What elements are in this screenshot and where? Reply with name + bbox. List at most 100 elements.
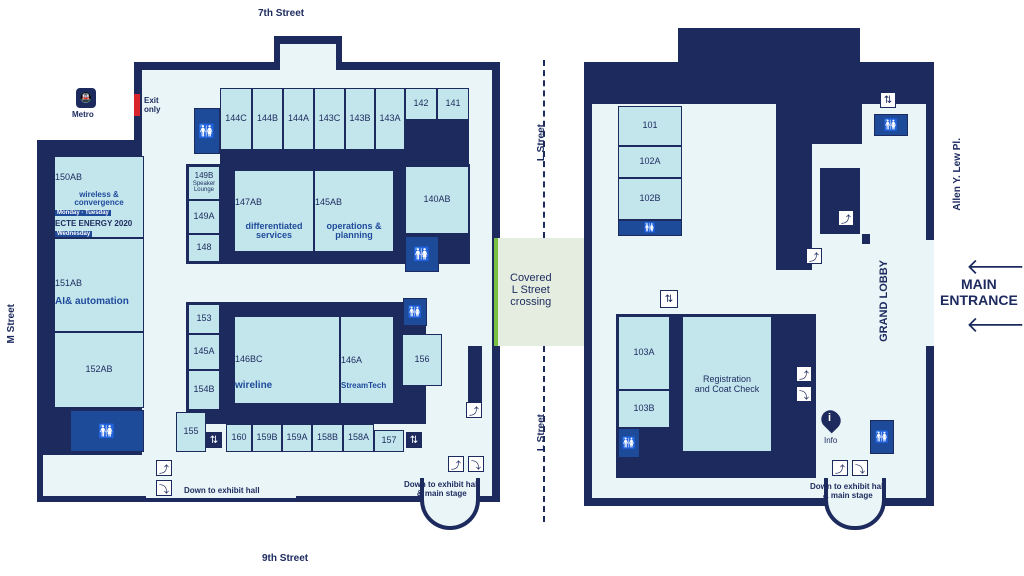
street-l-upper: L Street [536,124,547,162]
room-152AB[interactable]: 152AB [54,332,144,408]
room-label: 148 [196,242,212,253]
restroom-icon: 🚻 [194,108,220,154]
room-label: 158B [316,432,339,443]
room-label: 103A [633,347,655,358]
info-label: Info [824,436,838,445]
room-143A[interactable]: 143A [375,88,405,150]
elevator-icon: ⇅ [880,92,896,108]
room-154B[interactable]: 154B [188,370,220,410]
down-exhibit-hall-label: Down to exhibit hall [184,486,260,495]
room-label: 140AB [423,194,451,205]
energy-logo: ECTE ENERGY 2020 [55,219,133,229]
room-140AB[interactable]: 140AB [405,166,469,234]
room-label: 151AB [55,277,83,288]
street-9th: 9th Street [262,553,309,564]
escalator-icon: ⤵ [468,456,484,472]
room-label: 101 [642,120,658,131]
room-160[interactable]: 160 [226,424,252,452]
room-103B[interactable]: 103B [618,390,670,428]
room-151AB[interactable]: 151AB AI& automation [54,238,144,332]
room-144A[interactable]: 144A [283,88,314,150]
room-label: 149A [193,211,215,222]
restroom-icon: 🚻 [870,420,894,454]
exit-marker [134,94,140,116]
room-label: 142 [413,98,429,109]
room-label: 103B [633,403,655,414]
ai-logo: AI& automation [55,295,129,307]
room-label: 141 [445,98,461,109]
room-label: 158A [347,432,370,443]
differentiated-logo: differentiated services [245,220,303,240]
elevator-icon: ⇅ [660,290,678,308]
restroom-icon: 🚻 [874,114,908,136]
registration-coat-check[interactable]: Registration and Coat Check [682,316,772,452]
room-159A[interactable]: 159A [282,424,312,452]
streamtech-logo: StreamTech [341,380,387,390]
restroom-icon: 🚻 [618,220,682,236]
room-label: 102A [639,156,661,167]
room-142[interactable]: 142 [405,88,437,120]
escalator-icon: ⤵ [852,460,868,476]
arrow-left-icon: 🡐 [966,312,1024,337]
wireless-logo: wireless & convergence [74,190,124,208]
room-103A[interactable]: 103A [618,316,670,390]
room-label: 147AB [235,196,263,207]
room-153[interactable]: 153 [188,304,220,334]
room-label: 144C [225,113,247,124]
down-exhibit-main-label-right: Down to exhibit hall & main stage [810,482,886,500]
room-157[interactable]: 157 [374,430,404,452]
room-148[interactable]: 148 [188,234,220,262]
room-146A[interactable]: 146A StreamTech [340,316,394,404]
escalator-icon: ⤴ [796,366,812,382]
room-144C[interactable]: 144C [220,88,252,150]
room-label: 145A [193,346,215,357]
escalator-icon: ⤴ [466,402,482,418]
room-label: 146BC [235,353,263,364]
room-146BC[interactable]: 146BC wireline [234,316,340,404]
room-150AB[interactable]: 150AB wireless & convergence Monday - Tu… [54,156,144,238]
room-label: 154B [193,384,215,395]
main-entrance-label: MAIN ENTRANCE [940,276,1018,308]
room-143B[interactable]: 143B [345,88,375,150]
room-label: 149B [194,171,214,180]
room-147AB[interactable]: 147AB differentiated services [234,170,314,252]
room-158B[interactable]: 158B [312,424,343,452]
room-158A[interactable]: 158A [343,424,374,452]
street-m: M Street [6,304,17,344]
registration-label: Registration and Coat Check [694,374,760,394]
room-149A[interactable]: 149A [188,200,220,234]
room-145AB[interactable]: 145AB operations & planning [314,170,394,252]
room-label: 145AB [315,196,343,207]
room-149B[interactable]: 149B Speaker Lounge [188,166,220,200]
room-156[interactable]: 156 [402,334,442,386]
restroom-icon: 🚻 [618,428,640,458]
room-102A[interactable]: 102A [618,146,682,178]
room-102B[interactable]: 102B [618,178,682,220]
metro-label: Metro [72,110,94,119]
l-street-centerline [543,346,545,522]
escalator-icon: ⤴ [838,210,854,226]
operations-logo: operations & planning [326,220,382,240]
room-label: 152AB [85,364,113,374]
elevator-icon: ⇅ [206,432,222,448]
l-street-centerline [543,60,545,238]
room-145A[interactable]: 145A [188,334,220,370]
room-159B[interactable]: 159B [252,424,282,452]
wireless-days-badge: Monday - Tuesday [55,209,111,217]
escalator-icon: ⤴ [448,456,464,472]
room-155[interactable]: 155 [176,412,206,452]
room-label: 143A [379,113,401,124]
room-label: 144A [287,113,310,124]
restroom-icon: 🚻 [403,298,427,326]
room-label: 146A [341,354,363,365]
room-141[interactable]: 141 [437,88,469,120]
covered-crossing-label: Covered L Street crossing [510,272,552,308]
escalator-icon: ⤴ [156,460,172,476]
room-label: 143C [318,113,341,124]
wireline-logo: wireline [235,379,273,391]
elevator-icon: ⇅ [406,432,422,448]
street-7th: 7th Street [258,8,305,19]
room-143C[interactable]: 143C [314,88,345,150]
room-101[interactable]: 101 [618,106,682,146]
room-144B[interactable]: 144B [252,88,283,150]
